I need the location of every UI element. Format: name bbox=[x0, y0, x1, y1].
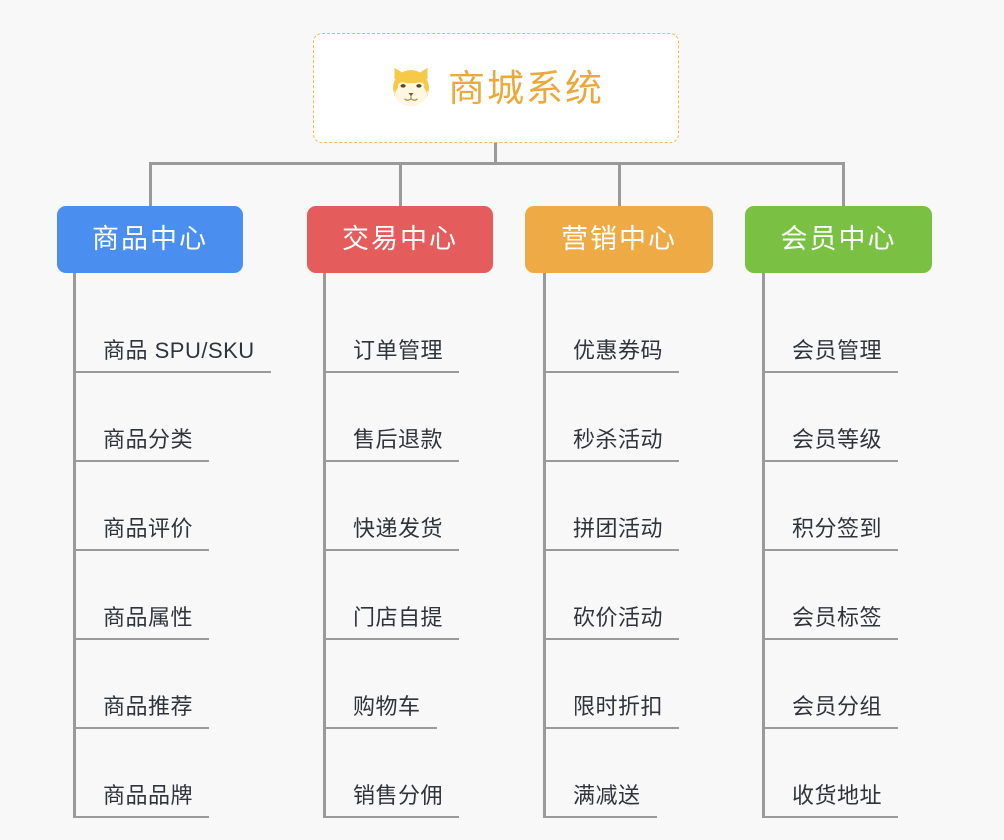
leaf-item-label: 会员等级 bbox=[792, 427, 883, 452]
leaf-item[interactable]: 满减送 bbox=[543, 750, 657, 818]
leaf-item-label: 商品分类 bbox=[103, 427, 194, 452]
leaf-item[interactable]: 优惠券码 bbox=[543, 305, 680, 373]
leaf-item-label: 购物车 bbox=[353, 694, 421, 719]
leaf-item[interactable]: 拼团活动 bbox=[543, 483, 680, 551]
leaf-item[interactable]: 门店自提 bbox=[323, 572, 460, 640]
leaf-item-label: 快递发货 bbox=[353, 516, 444, 541]
leaf-item-label: 订单管理 bbox=[353, 338, 444, 363]
leaf-trunk-line bbox=[323, 273, 326, 818]
leaf-item[interactable]: 会员等级 bbox=[762, 394, 899, 462]
category-header-trade-center[interactable]: 交易中心 bbox=[307, 206, 493, 273]
leaf-item-label: 收货地址 bbox=[792, 783, 883, 808]
leaf-item-label: 满减送 bbox=[573, 783, 641, 808]
leaf-item[interactable]: 商品评价 bbox=[73, 483, 210, 551]
leaf-item-label: 商品属性 bbox=[103, 605, 194, 630]
category-header-member-center[interactable]: 会员中心 bbox=[745, 206, 932, 273]
leaf-item[interactable]: 会员管理 bbox=[762, 305, 899, 373]
leaf-item-label: 限时折扣 bbox=[573, 694, 664, 719]
leaf-item-label: 销售分佣 bbox=[353, 783, 444, 808]
leaf-item[interactable]: 会员标签 bbox=[762, 572, 899, 640]
leaf-item-label: 拼团活动 bbox=[573, 516, 664, 541]
leaf-item-label: 积分签到 bbox=[792, 516, 883, 541]
leaf-item-label: 售后退款 bbox=[353, 427, 444, 452]
leaf-item[interactable]: 秒杀活动 bbox=[543, 394, 680, 462]
leaf-item-label: 商品评价 bbox=[103, 516, 194, 541]
leaf-item-label: 会员分组 bbox=[792, 694, 883, 719]
root-title: 商城系统 bbox=[448, 67, 604, 109]
leaf-item-label: 商品品牌 bbox=[103, 783, 194, 808]
leaf-item[interactable]: 商品品牌 bbox=[73, 750, 210, 818]
leaf-trunk-line bbox=[543, 273, 546, 818]
leaf-trunk-line bbox=[762, 273, 765, 818]
leaf-item[interactable]: 积分签到 bbox=[762, 483, 899, 551]
leaf-item-label: 门店自提 bbox=[353, 605, 444, 630]
root-node[interactable]: 商城系统 bbox=[313, 33, 679, 143]
leaf-item[interactable]: 商品推荐 bbox=[73, 661, 210, 729]
leaf-item-label: 商品推荐 bbox=[103, 694, 194, 719]
leaf-item-label: 商品 SPU/SKU bbox=[103, 338, 255, 363]
connector-drop-product-center bbox=[149, 162, 152, 208]
leaf-item[interactable]: 购物车 bbox=[323, 661, 437, 729]
leaf-item[interactable]: 会员分组 bbox=[762, 661, 899, 729]
category-header-product-center[interactable]: 商品中心 bbox=[57, 206, 243, 273]
connector-root-stem bbox=[494, 143, 497, 165]
leaf-item-label: 会员管理 bbox=[792, 338, 883, 363]
category-header-label: 会员中心 bbox=[780, 224, 897, 254]
leaf-item[interactable]: 商品属性 bbox=[73, 572, 210, 640]
connector-drop-member-center bbox=[842, 162, 845, 208]
category-header-label: 交易中心 bbox=[342, 224, 458, 254]
category-header-marketing-center[interactable]: 营销中心 bbox=[525, 206, 713, 273]
leaf-item[interactable]: 限时折扣 bbox=[543, 661, 680, 729]
leaf-item-label: 优惠券码 bbox=[573, 338, 664, 363]
category-header-label: 营销中心 bbox=[561, 224, 677, 254]
leaf-item-label: 砍价活动 bbox=[573, 605, 664, 630]
leaf-item[interactable]: 商品 SPU/SKU bbox=[73, 305, 271, 373]
connector-drop-marketing-center bbox=[618, 162, 621, 208]
shiba-dog-face-icon bbox=[393, 67, 429, 106]
leaf-item[interactable]: 收货地址 bbox=[762, 750, 899, 818]
connector-drop-trade-center bbox=[399, 162, 402, 208]
leaf-item[interactable]: 商品分类 bbox=[73, 394, 210, 462]
leaf-item-label: 会员标签 bbox=[792, 605, 883, 630]
leaf-item[interactable]: 售后退款 bbox=[323, 394, 460, 462]
leaf-item[interactable]: 快递发货 bbox=[323, 483, 460, 551]
leaf-item[interactable]: 砍价活动 bbox=[543, 572, 680, 640]
connector-bus bbox=[150, 162, 845, 165]
leaf-item[interactable]: 销售分佣 bbox=[323, 750, 460, 818]
category-header-label: 商品中心 bbox=[92, 224, 208, 254]
leaf-item-label: 秒杀活动 bbox=[573, 427, 664, 452]
leaf-item[interactable]: 订单管理 bbox=[323, 305, 460, 373]
leaf-trunk-line bbox=[73, 273, 76, 818]
